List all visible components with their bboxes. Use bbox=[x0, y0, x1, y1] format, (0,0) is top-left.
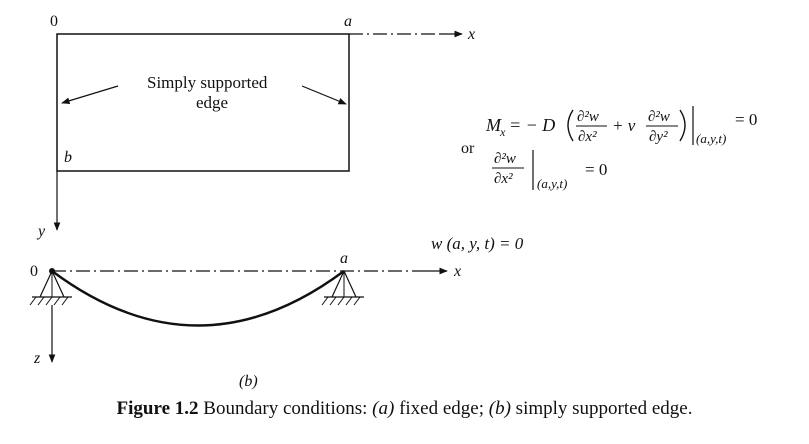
edge-pointer-right bbox=[301, 85, 347, 105]
or-label: or bbox=[461, 140, 475, 157]
plate-outline bbox=[56, 33, 350, 172]
beam-z-axis-label: z bbox=[33, 350, 41, 367]
plate-x-axis-label: x bbox=[467, 26, 475, 43]
sub-figure-label: (b) bbox=[239, 373, 258, 390]
plate-y-axis-label: y bbox=[36, 223, 46, 240]
caption-a-label: (a) bbox=[372, 398, 395, 419]
deflection-equation: w (a, y, t) = 0 bbox=[431, 234, 524, 253]
moment-eval-at: (a,y,t) bbox=[696, 131, 726, 146]
boundary-equations: M x = − D ∂²w ∂x² + ν ∂²w ∂y² (a,y,t) = … bbox=[431, 106, 757, 253]
edge-note-line1: Simply supported bbox=[147, 73, 268, 92]
beam-support-a-label: a bbox=[340, 250, 348, 267]
moment-subscript: x bbox=[499, 125, 506, 139]
frac2-numerator: ∂²w bbox=[648, 109, 670, 125]
frac1-numerator: ∂²w bbox=[577, 109, 599, 125]
plate-corner-b-label: b bbox=[64, 149, 72, 166]
frac1-denominator: ∂x² bbox=[578, 129, 597, 145]
slope-equals-zero: = 0 bbox=[585, 160, 607, 179]
moment-equals-d: = − D bbox=[509, 115, 555, 135]
caption-text-1: Boundary conditions: bbox=[198, 398, 373, 419]
beam-side-view: 0 a x z bbox=[29, 250, 461, 367]
edge-note-line2: edge bbox=[196, 93, 228, 112]
plate-origin-label: 0 bbox=[50, 13, 58, 30]
moment-left-paren bbox=[567, 109, 574, 142]
plate-corner-a-label: a bbox=[344, 13, 352, 30]
slope-denominator: ∂x² bbox=[494, 171, 513, 187]
caption-b-label: (b) bbox=[488, 398, 511, 419]
moment-right-paren bbox=[679, 109, 686, 142]
slope-numerator: ∂²w bbox=[494, 151, 516, 167]
deflected-beam-curve bbox=[51, 270, 345, 327]
frac2-denominator: ∂y² bbox=[649, 129, 668, 145]
moment-equals-zero: = 0 bbox=[735, 110, 757, 129]
caption-text-3: simply supported edge. bbox=[510, 398, 693, 419]
edge-pointer-left bbox=[61, 85, 119, 105]
left-pin-support bbox=[29, 270, 72, 306]
right-pin-support bbox=[321, 270, 364, 306]
figure-caption: Figure 1.2 Boundary conditions: (a) fixe… bbox=[0, 398, 809, 420]
beam-x-axis-label: x bbox=[453, 263, 461, 280]
slope-eval-at: (a,y,t) bbox=[537, 176, 567, 191]
caption-figure-number: Figure 1.2 bbox=[116, 398, 199, 419]
caption-text-2: fixed edge; bbox=[394, 398, 489, 419]
moment-lhs: M bbox=[485, 115, 502, 135]
plus-nu: + ν bbox=[612, 116, 636, 135]
plate-plan-view: 0 a b x y Simply supported edge bbox=[36, 13, 475, 240]
beam-origin-label: 0 bbox=[30, 263, 38, 280]
